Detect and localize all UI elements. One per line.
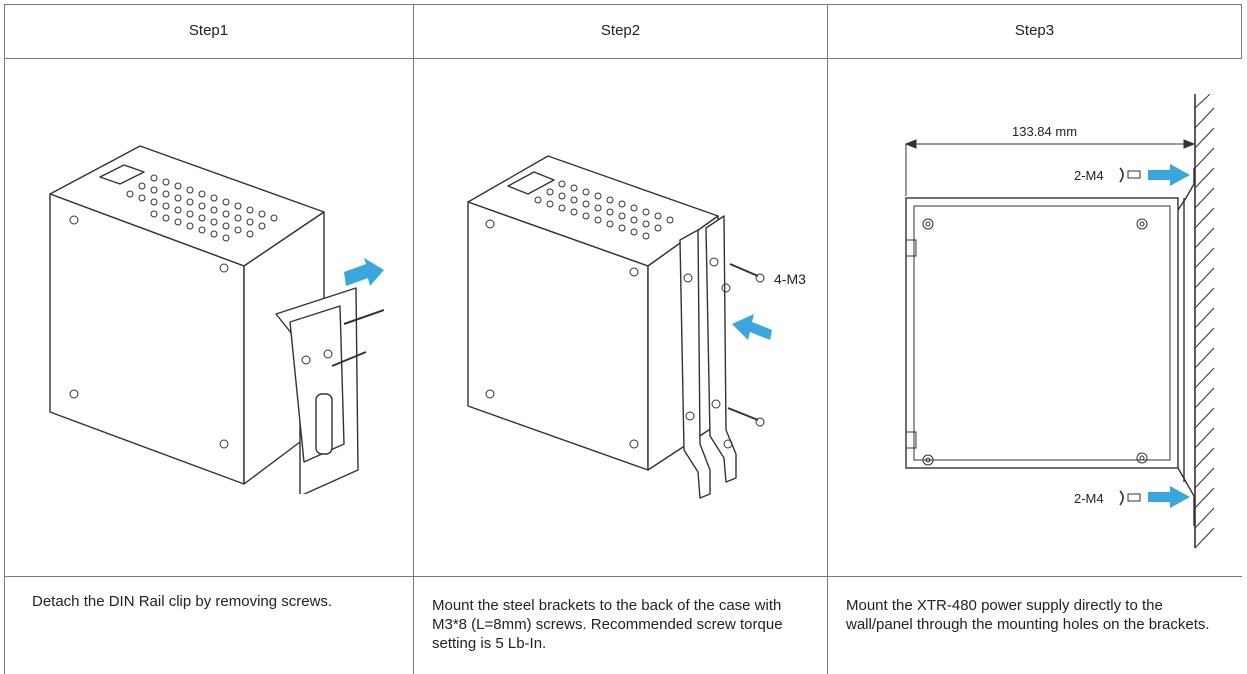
step3-description: Mount the XTR-480 power supply directly … bbox=[846, 597, 1210, 633]
bracket-left bbox=[679, 229, 711, 499]
step3-title: Step3 bbox=[1014, 22, 1055, 39]
step2-title: Step2 bbox=[600, 22, 641, 39]
step1-title: Step1 bbox=[188, 22, 229, 39]
step3-dimension-label: 133.84 mm bbox=[1012, 124, 1077, 139]
column-divider-1 bbox=[413, 4, 414, 674]
step3-screw-label-bottom: 2-M4 bbox=[1074, 491, 1104, 506]
step2-screw-label: 4-M3 bbox=[774, 271, 806, 287]
step3-arrow-top bbox=[1148, 164, 1190, 186]
step2-description: Mount the steel brackets to the back of … bbox=[432, 597, 783, 652]
table-right-border bbox=[1241, 4, 1242, 58]
step2-illustration: 4-M3 bbox=[467, 155, 806, 499]
bracket-right bbox=[705, 215, 737, 483]
header-divider bbox=[4, 58, 1242, 59]
step1-arrow bbox=[344, 258, 384, 286]
psu-front-view bbox=[905, 197, 1179, 469]
step1-description: Detach the DIN Rail clip by removing scr… bbox=[32, 593, 333, 610]
table-left-border bbox=[4, 4, 5, 674]
step1-illustration bbox=[49, 145, 384, 494]
figure-divider bbox=[4, 576, 1242, 577]
bracket-profile bbox=[1177, 168, 1195, 211]
step3-illustration: 133.84 mm 2-M4 2-M4 bbox=[904, 94, 1215, 549]
step2-arrow bbox=[732, 314, 772, 340]
table-top-border bbox=[4, 4, 1242, 5]
step3-arrow-bottom bbox=[1148, 486, 1190, 508]
column-divider-2 bbox=[827, 4, 828, 674]
instruction-table: Step1 Step2 Step3 bbox=[4, 4, 1242, 674]
step3-screw-label-top: 2-M4 bbox=[1074, 168, 1104, 183]
